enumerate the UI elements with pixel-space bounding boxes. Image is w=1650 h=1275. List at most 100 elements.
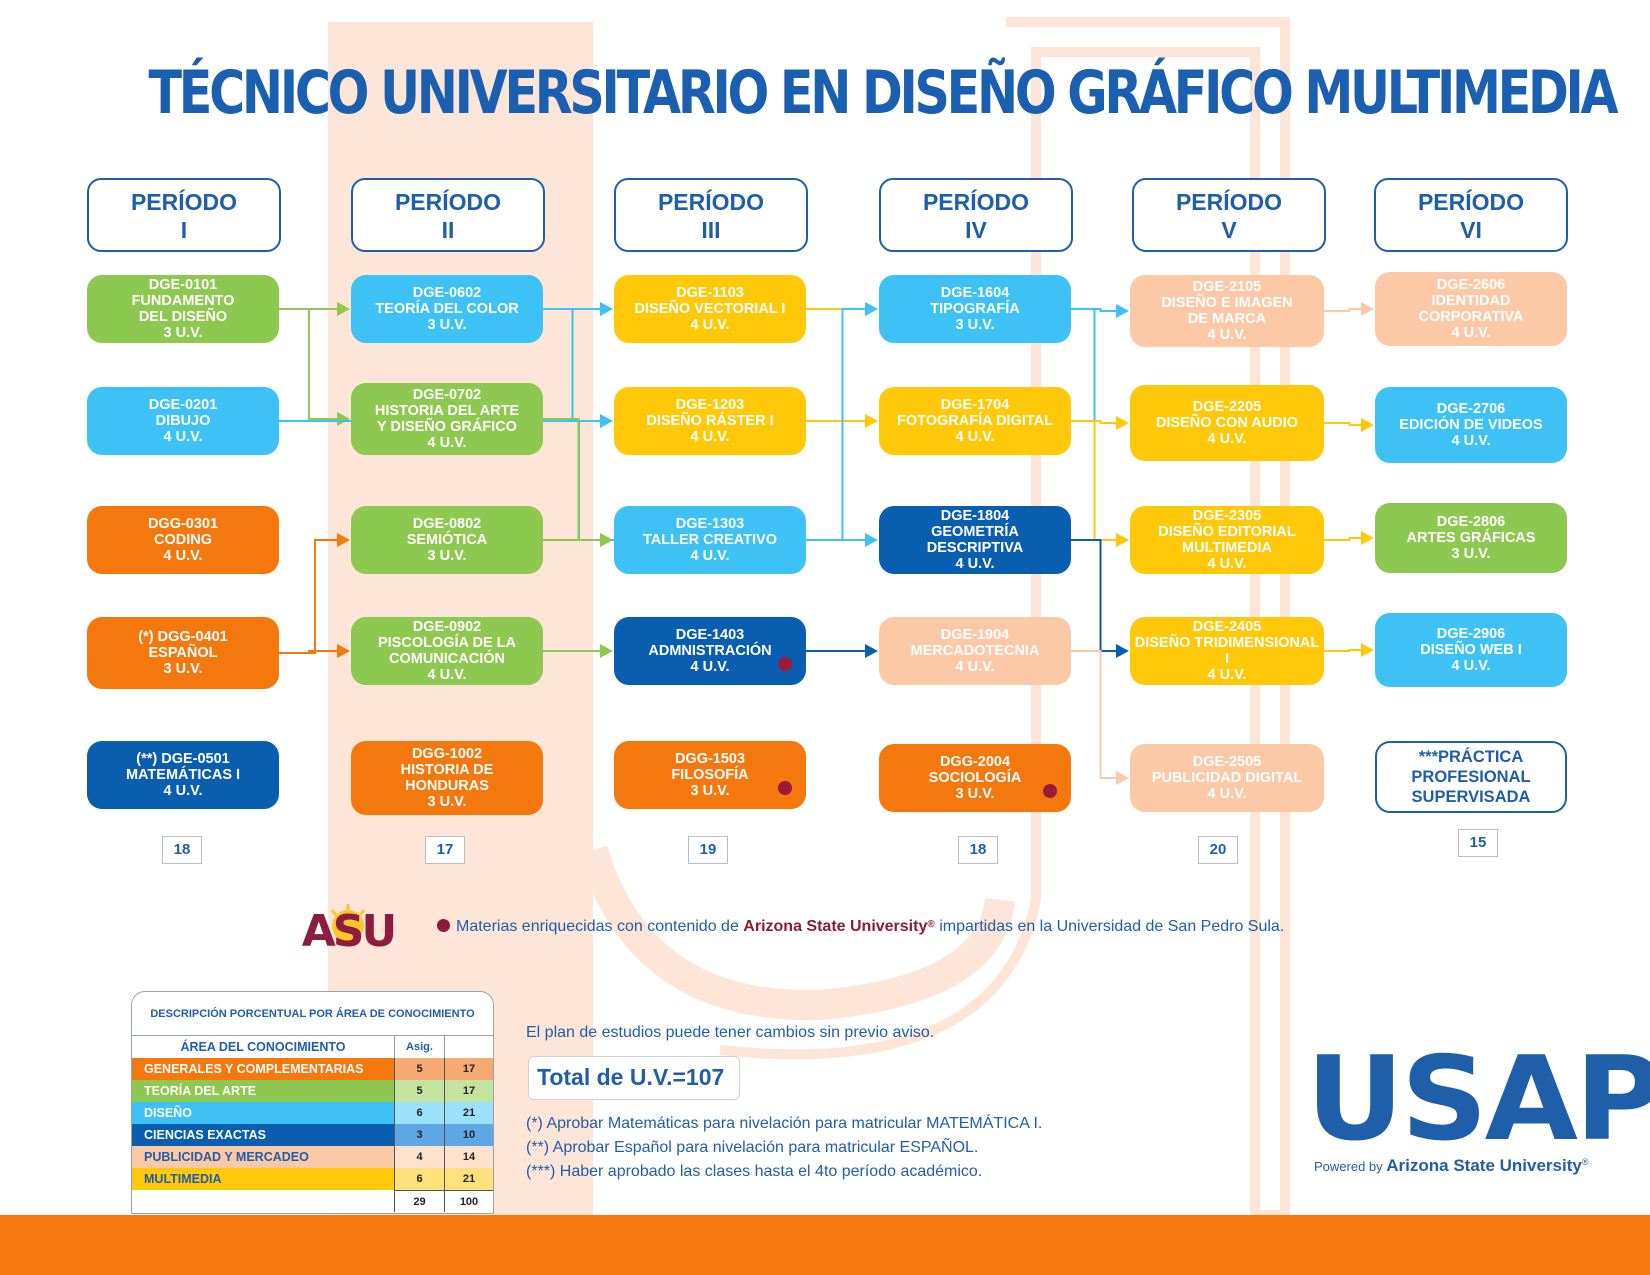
table-cell-pct: 17 xyxy=(444,1080,493,1102)
course-line: SOCIOLOGÍA xyxy=(928,770,1022,786)
course-line: 4 U.V. xyxy=(427,435,467,451)
connector-arrowhead xyxy=(865,533,878,547)
course-line: (**) DGE-0501 xyxy=(136,751,230,767)
course-line: 4 U.V. xyxy=(1207,786,1247,802)
table-cell-asig: 6 xyxy=(394,1102,444,1124)
course-line: DISEÑO CON AUDIO xyxy=(1155,415,1299,431)
course-line: COMUNICACIÓN xyxy=(389,651,505,667)
footnotes: (*) Aprobar Matemáticas para nivelación … xyxy=(526,1112,1042,1184)
course-line: DE MARCA xyxy=(1187,311,1267,327)
table-cell-area: TEORÍA DEL ARTE xyxy=(132,1080,394,1102)
connector-arrowhead xyxy=(1116,644,1129,658)
connector-arrowhead xyxy=(337,644,350,658)
course-line: 3 U.V. xyxy=(1451,546,1491,562)
course-line: DGE-2606 xyxy=(1436,277,1506,293)
period-number: III xyxy=(701,217,721,243)
course-line: 3 U.V. xyxy=(163,325,203,341)
asu-dot-icon xyxy=(437,919,450,932)
table-cell-area: MULTIMEDIA xyxy=(132,1168,394,1190)
period-total-2: 17 xyxy=(425,836,465,864)
course-line: DISEÑO EDITORIAL xyxy=(1158,524,1296,540)
course-line: DGG-1002 xyxy=(411,746,483,762)
period-number: II xyxy=(441,217,455,243)
connector-arrowhead xyxy=(1361,302,1374,316)
period-label: PERÍODO xyxy=(394,189,502,215)
period-label: PERÍODO xyxy=(922,189,1030,215)
course-line: DISEÑO VECTORIAL I xyxy=(634,301,786,317)
table-cell-asig: 3 xyxy=(394,1124,444,1146)
course-line: Y DISEÑO GRÁFICO xyxy=(377,419,517,435)
course-line: ESPAÑOL xyxy=(148,645,218,661)
connector-arrowhead xyxy=(600,644,613,658)
course-line: HISTORIA DE xyxy=(400,762,494,778)
legend-suffix: impartidas en la Universidad de San Pedr… xyxy=(939,918,1285,935)
powered-by: Powered by Arizona State University® xyxy=(1314,1156,1588,1176)
connector-arrowhead xyxy=(1361,418,1374,432)
period-total-5: 20 xyxy=(1198,836,1238,864)
course-line: 3 U.V. xyxy=(427,317,467,333)
course-line: 4 U.V. xyxy=(1451,325,1491,341)
course-line: 4 U.V. xyxy=(690,548,730,564)
course-line: DGE-0802 xyxy=(412,516,482,532)
connector-dge0101-dge0702 xyxy=(279,308,339,420)
table-cell-pct: 17 xyxy=(444,1058,493,1080)
asu-logo: ASU xyxy=(302,904,397,952)
connector-arrowhead xyxy=(600,302,613,316)
asu-dot-icon xyxy=(778,657,792,671)
legend-prefix: Materias enriquecidas con contenido de xyxy=(456,918,739,935)
course-line: 4 U.V. xyxy=(163,548,203,564)
period-label: PERÍODO xyxy=(1175,189,1283,215)
course-line: DGE-2906 xyxy=(1436,626,1506,642)
asu-dot-icon xyxy=(1043,784,1057,798)
course-line: DGE-1203 xyxy=(675,397,745,413)
course-line: DGE-1604 xyxy=(940,285,1010,301)
course-line: DISEÑO RÁSTER I xyxy=(646,413,774,429)
course-line: 4 U.V. xyxy=(1451,658,1491,674)
course-line: ARTES GRÁFICAS xyxy=(1406,530,1536,546)
connector-arrowhead xyxy=(1116,533,1129,547)
course-line: 3 U.V. xyxy=(955,786,995,802)
course-line: 4 U.V. xyxy=(163,783,203,799)
period-total-4: 18 xyxy=(958,836,998,864)
course-line: EDICIÓN DE VIDEOS xyxy=(1399,417,1543,433)
connector-arrowhead xyxy=(1116,416,1129,430)
course-line: 3 U.V. xyxy=(427,548,467,564)
period-label: PERÍODO xyxy=(130,189,238,215)
period-total-3: 19 xyxy=(688,836,728,864)
course-line: DEL DISEÑO xyxy=(138,309,228,325)
course-line: DGE-0902 xyxy=(412,619,482,635)
connector-arrowhead xyxy=(600,414,613,428)
table-cell-pct: 21 xyxy=(444,1102,493,1124)
course-line: 3 U.V. xyxy=(163,661,203,677)
connector-dge2105-dge2606 xyxy=(1324,308,1363,312)
period-number: VI xyxy=(1460,217,1482,243)
course-line: DGE-2305 xyxy=(1192,508,1262,524)
connector-arrowhead xyxy=(337,302,350,316)
header-asig: Asig. xyxy=(394,1036,444,1058)
table-cell-pct: 14 xyxy=(444,1146,493,1168)
table-cell-asig: 5 xyxy=(394,1058,444,1080)
period-number: I xyxy=(180,217,188,243)
course-line: (*) DGG-0401 xyxy=(138,629,228,645)
legend-reg: ® xyxy=(927,919,935,930)
course-line: DGE-0101 xyxy=(148,277,218,293)
course-line: DIBUJO xyxy=(155,413,211,429)
